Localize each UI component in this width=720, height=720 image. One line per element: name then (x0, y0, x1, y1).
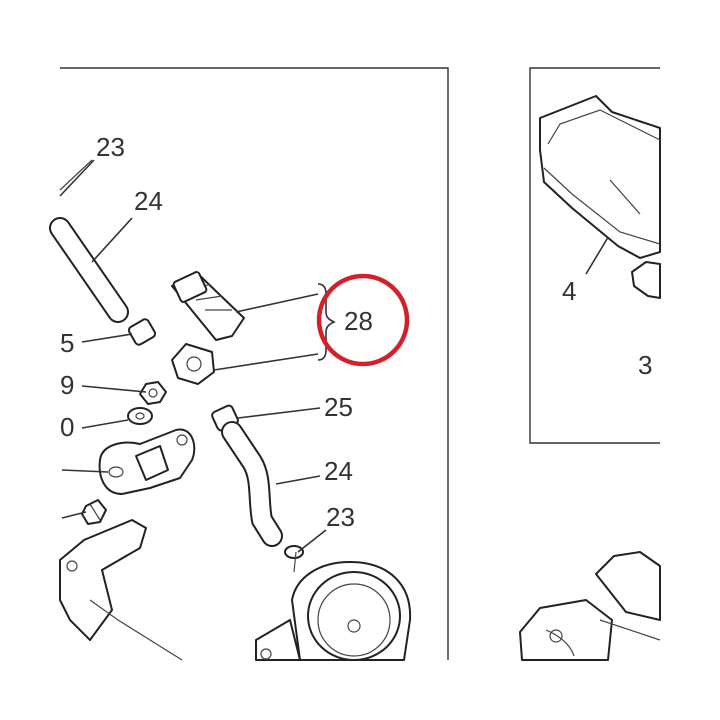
callout-23-mid: 23 (326, 502, 355, 532)
clip-lower (284, 545, 304, 559)
callout-25: 25 (324, 392, 353, 422)
engine-partial (519, 551, 661, 661)
sensor-assembly (171, 271, 245, 341)
frame-bracket (59, 519, 183, 661)
callout-24-top: 24 (134, 186, 163, 216)
hose-clamp-upper (127, 318, 157, 346)
callout-28: 28 (344, 306, 373, 336)
nut (139, 381, 167, 405)
leader-lines (59, 159, 611, 573)
mounting-plate (98, 428, 196, 495)
hose-lower (221, 421, 283, 547)
callout-0: 0 (60, 412, 74, 442)
throttle-housing (255, 561, 412, 661)
hose-upper (49, 159, 129, 323)
right-panel-frame (529, 67, 660, 444)
ecu-small-bracket (631, 261, 661, 299)
callout-5: 5 (60, 328, 74, 358)
callout-9: 9 (60, 370, 74, 400)
ecu-module (539, 95, 661, 259)
washer (127, 407, 153, 425)
callout-4: 4 (562, 276, 576, 306)
sensor-bracket (171, 343, 215, 385)
highlight-circle (316, 273, 410, 367)
callout-3: 3 (638, 350, 652, 380)
callout-24-mid: 24 (324, 456, 353, 486)
group-brace (317, 283, 336, 361)
bolt (81, 499, 107, 525)
main-panel-frame (60, 67, 449, 660)
callout-23-top: 23 (96, 132, 125, 162)
